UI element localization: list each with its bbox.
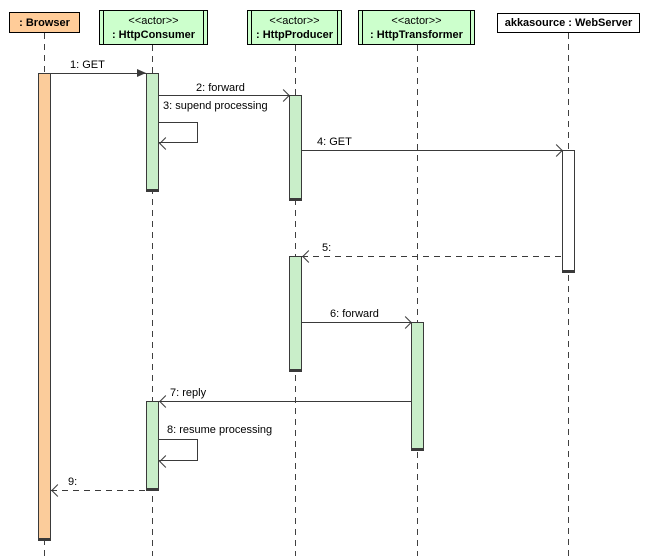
participant-name: : HttpConsumer xyxy=(111,28,196,41)
open-arrowhead-right-icon xyxy=(550,144,563,157)
message-4-line xyxy=(302,150,562,151)
activation-consumer-1 xyxy=(146,73,159,192)
message-4-label: 4: GET xyxy=(317,136,352,148)
message-8-self-loop xyxy=(159,439,198,461)
message-7-label: 7: reply xyxy=(170,387,207,399)
open-arrowhead-left-icon xyxy=(51,484,64,497)
message-3-self-loop xyxy=(159,122,198,143)
open-arrowhead-right-icon xyxy=(399,316,412,329)
open-arrowhead-left-icon xyxy=(302,250,315,263)
filled-arrowhead-right-icon xyxy=(137,69,146,77)
participant-httpproducer: <<actor>> : HttpProducer xyxy=(247,10,342,45)
activation-consumer-2 xyxy=(146,401,159,491)
message-1-line xyxy=(51,73,146,74)
participant-webserver: akkasource : WebServer xyxy=(497,13,640,33)
message-6-line xyxy=(302,322,411,323)
lifeline-httptransformer xyxy=(417,45,418,556)
lifeline-webserver xyxy=(568,33,569,556)
participant-browser: : Browser xyxy=(9,12,80,33)
message-2-label: 2: forward xyxy=(196,82,245,94)
message-8-label: 8: resume processing xyxy=(167,424,273,436)
participant-name: : HttpProducer xyxy=(256,28,333,41)
participant-name: : HttpTransformer xyxy=(370,28,463,41)
activation-producer-1 xyxy=(289,95,302,201)
open-arrowhead-right-icon xyxy=(277,89,290,102)
activation-transformer-1 xyxy=(411,322,424,451)
activation-browser xyxy=(38,73,51,541)
stereotype-label: <<actor>> xyxy=(391,14,442,27)
participant-name: akkasource : WebServer xyxy=(504,17,633,29)
activation-webserver-1 xyxy=(562,150,575,273)
lifeline-httpconsumer xyxy=(152,45,153,556)
participant-name: : Browser xyxy=(19,16,70,29)
activation-producer-2 xyxy=(289,256,302,372)
message-6-label: 6: forward xyxy=(330,308,379,320)
message-2-line xyxy=(159,95,289,96)
participant-httpconsumer: <<actor>> : HttpConsumer xyxy=(99,10,208,45)
message-7-line xyxy=(159,401,411,402)
message-3-label: 3: supend processing xyxy=(163,100,268,112)
stereotype-label: <<actor>> xyxy=(269,14,320,27)
message-9-line xyxy=(51,490,146,491)
stereotype-label: <<actor>> xyxy=(128,14,179,27)
message-5-label: 5: xyxy=(322,242,332,254)
message-5-line xyxy=(302,256,562,257)
participant-httptransformer: <<actor>> : HttpTransformer xyxy=(358,10,475,45)
message-1-label: 1: GET xyxy=(70,59,105,71)
message-9-label: 9: xyxy=(68,476,78,488)
